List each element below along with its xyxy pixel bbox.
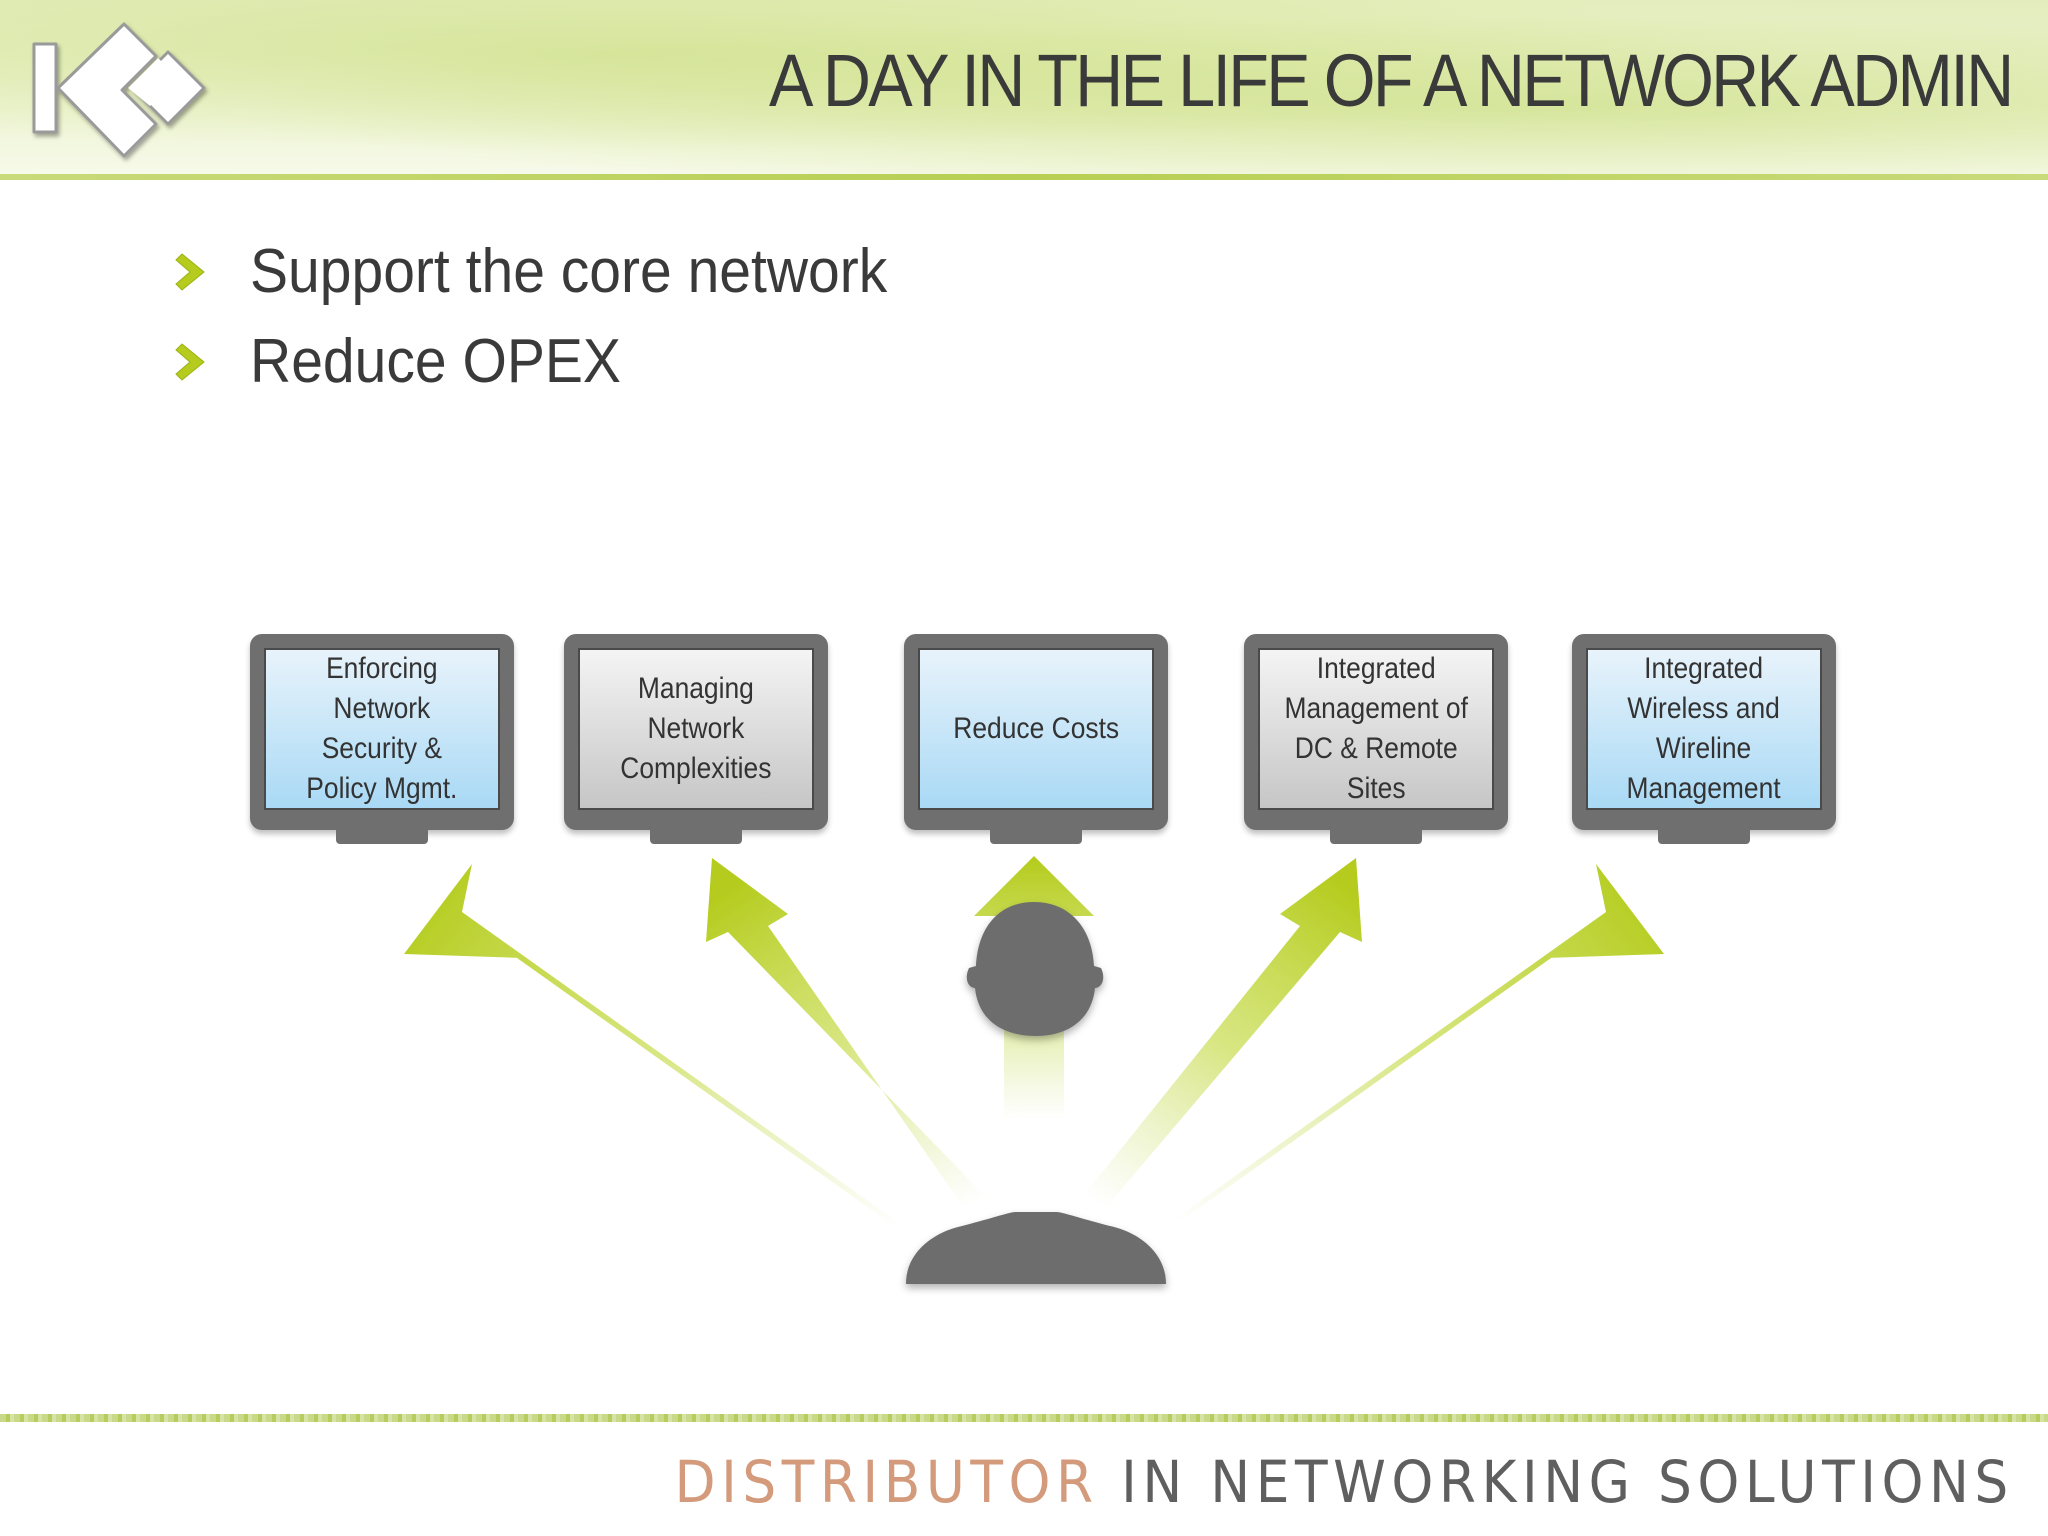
footer-tagline-part2: IN NETWORKING SOLUTIONS: [1121, 1448, 2014, 1516]
monitor-stand: [650, 830, 742, 844]
monitor-screen: Managing Network Complexities: [578, 648, 814, 810]
company-logo: [32, 22, 206, 158]
monitor-screen: Integrated Wireless and Wireline Managem…: [1586, 648, 1822, 810]
monitor-screen: Reduce Costs: [918, 648, 1154, 810]
monitor-stand: [990, 830, 1082, 844]
monitor-security-policy: Enforcing Network Security & Policy Mgmt…: [250, 634, 514, 844]
arrow-to-complexities: [706, 858, 994, 1205]
monitor-screen: Integrated Management of DC & Remote Sit…: [1258, 648, 1494, 810]
admin-person-icon: [906, 902, 1166, 1284]
footer-tagline-part1: DISTRIBUTOR: [674, 1448, 1099, 1516]
diamond-bullet-icon: [175, 343, 205, 381]
monitor-label: Enforcing Network Security & Policy Mgmt…: [306, 652, 458, 805]
monitor-stand: [336, 830, 428, 844]
arrow-to-dc-sites: [1076, 858, 1362, 1205]
monitor-stand: [1330, 830, 1422, 844]
monitor-label: Managing Network Complexities: [620, 672, 772, 785]
header-band: [0, 0, 2048, 178]
arrow-to-security: [404, 864, 914, 1240]
monitor-stand: [1658, 830, 1750, 844]
arrow-to-wireless: [1154, 864, 1664, 1240]
header-divider: [0, 174, 2048, 180]
bullet-text: Reduce OPEX: [250, 327, 621, 396]
monitor-dc-remote-sites: Integrated Management of DC & Remote Sit…: [1244, 634, 1508, 844]
bullet-text: Support the core network: [250, 237, 888, 306]
page-title: A DAY IN THE LIFE OF A NETWORK ADMIN: [769, 39, 2015, 122]
monitor-label: Integrated Management of DC & Remote Sit…: [1284, 652, 1468, 805]
arrows-diagram: [404, 856, 1664, 1284]
footer-divider: [0, 1414, 2048, 1422]
monitor-label: Integrated Wireless and Wireline Managem…: [1626, 652, 1782, 805]
footer-tagline: DISTRIBUTOR IN NETWORKING SOLUTIONS: [675, 1448, 2014, 1516]
diamond-bullet-icon: [175, 253, 205, 291]
monitor-wireless-wireline: Integrated Wireless and Wireline Managem…: [1572, 634, 1836, 844]
monitor-label: Reduce Costs: [953, 712, 1119, 745]
monitor-screen: Enforcing Network Security & Policy Mgmt…: [264, 648, 500, 810]
monitor-reduce-costs: Reduce Costs: [904, 634, 1168, 844]
monitor-network-complexities: Managing Network Complexities: [564, 634, 828, 844]
